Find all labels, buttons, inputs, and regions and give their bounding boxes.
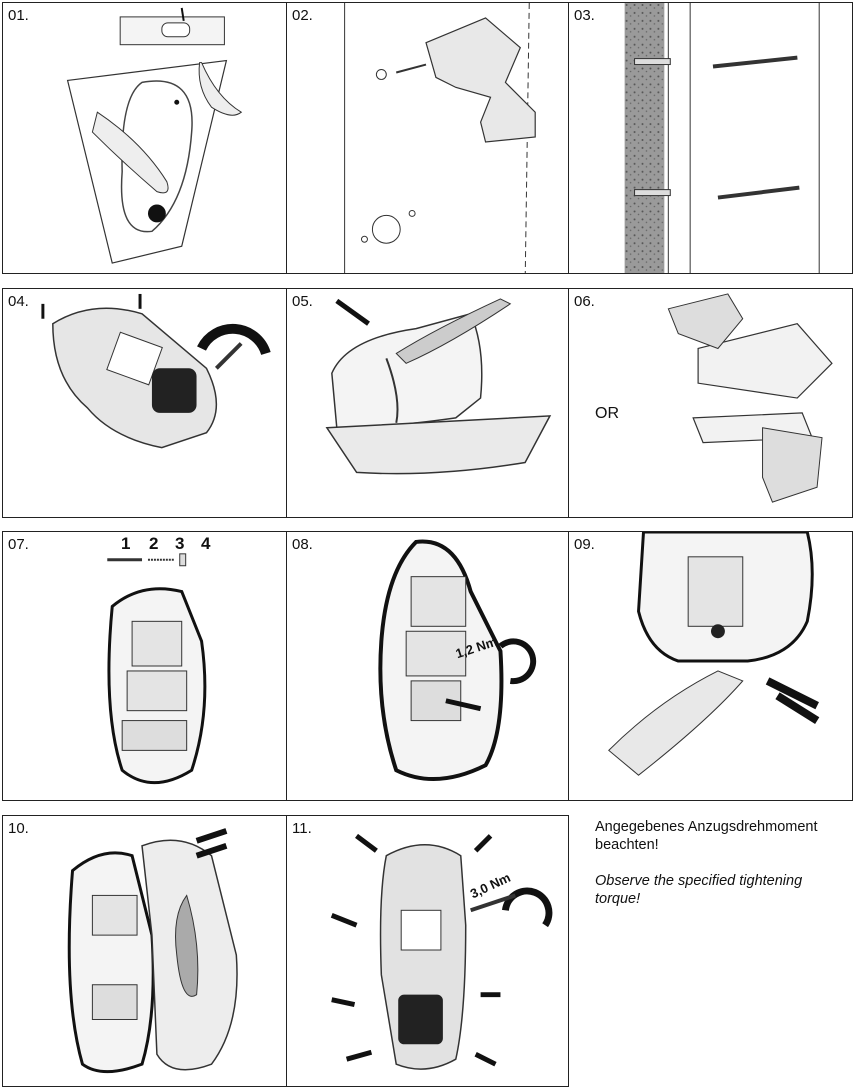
step-number: 01. [6, 7, 31, 24]
note-german: Angegebenes Anzugsdrehmoment beachten! [595, 819, 818, 853]
part-number-3: 3 [175, 534, 185, 553]
step-04-panel: 04. [2, 288, 287, 518]
step-number: 03. [572, 7, 597, 24]
step-10-panel: 10. [2, 815, 287, 1087]
part-number-1: 1 [121, 534, 131, 553]
step-05-panel: 05. [286, 288, 569, 518]
step-number: 04. [6, 293, 31, 310]
step-07-panel: 07. 1 2 3 4 [2, 531, 287, 801]
step-number: 11. [290, 820, 314, 837]
hinge-cover-illustration [67, 828, 238, 1074]
mounting-template-illustration [66, 7, 243, 264]
step-number: 05. [290, 293, 315, 310]
or-label: OR [595, 405, 619, 422]
step-01-panel: 01. [2, 2, 287, 274]
seal-insertion-illustration [608, 532, 820, 776]
part-number-4: 4 [201, 534, 211, 553]
wall-plug-illustration [624, 3, 820, 273]
step-03-panel: 03. [568, 2, 853, 274]
drilling-illustration [344, 3, 536, 273]
part-number-2: 2 [149, 534, 159, 553]
open-housing-illustration [325, 298, 552, 475]
fasten-cover-illustration [330, 833, 553, 1070]
terminal-tightening-illustration [378, 539, 537, 781]
step-09-panel: 09. [568, 531, 853, 801]
mount-base-illustration [107, 553, 207, 784]
cable-entry-drilling-illustration [667, 293, 833, 503]
step-number: 10. [6, 820, 31, 837]
step-02-panel: 02. [286, 2, 569, 274]
step-number: 08. [290, 536, 315, 553]
step-number: 06. [572, 293, 597, 310]
step-08-panel: 08. 1,2 Nm [286, 531, 569, 801]
step-number: 07. [6, 536, 31, 553]
step-number: 02. [290, 7, 315, 24]
remove-cover-illustration [41, 293, 271, 449]
step-06-panel: 06. OR [568, 288, 853, 518]
step-number: 09. [572, 536, 597, 553]
torque-note: Angegebenes Anzugsdrehmoment beachten! O… [595, 818, 850, 926]
note-english: Observe the specified tightening torque! [595, 873, 803, 907]
step-11-panel: 11. 3,0 Nm [286, 815, 569, 1087]
